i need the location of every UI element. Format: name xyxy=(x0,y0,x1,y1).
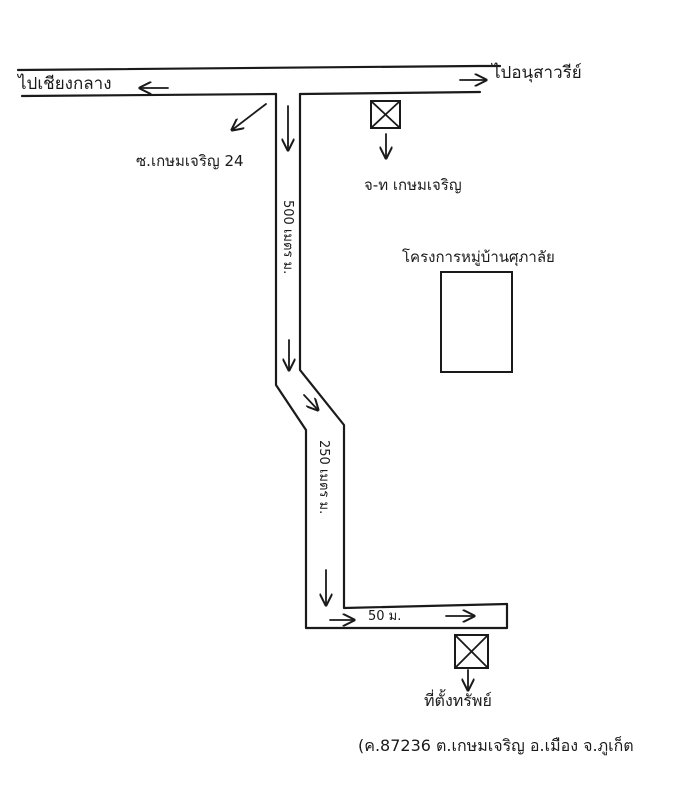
main-road-bottom-edge-left xyxy=(20,92,278,98)
branch-road-left-edge xyxy=(274,92,509,630)
label-bottom-distance: 50 ม. xyxy=(368,609,401,624)
main-road-top-edge xyxy=(16,64,502,72)
label-address: (ค.87236 ต.เกษมเจริญ อ.เมือง จ.ภูเก็ต xyxy=(358,735,634,756)
destination-marker-box xyxy=(454,634,489,669)
destination-marker-cross xyxy=(454,634,489,669)
label-left-branch-road: ซ.เกษมเจริญ 24 xyxy=(136,152,244,170)
arrow-to-left-branch xyxy=(232,103,267,130)
office-building xyxy=(440,271,513,373)
label-store: จ-ท เกษมเจริญ xyxy=(364,176,462,194)
label-destination: ที่ตั้งทรัพย์ xyxy=(424,689,492,710)
arrow-diagonal xyxy=(303,394,318,410)
main-road-bottom-edge-right xyxy=(298,90,482,96)
label-vertical-distance-2: 250 เมตร ม. xyxy=(316,440,331,514)
branch-road-right-edge xyxy=(298,92,509,610)
label-office: โครงการหมู่บ้านศุภาลัย xyxy=(402,248,555,267)
store-marker-cross xyxy=(370,100,401,129)
label-to-right-place: ไปอนุสาวรีย์ xyxy=(490,62,582,83)
label-vertical-distance-1: 500 เมตร ม. xyxy=(280,200,295,274)
label-to-left-place: ไปเชียงกลาง xyxy=(16,73,112,94)
store-marker-box xyxy=(370,100,401,129)
